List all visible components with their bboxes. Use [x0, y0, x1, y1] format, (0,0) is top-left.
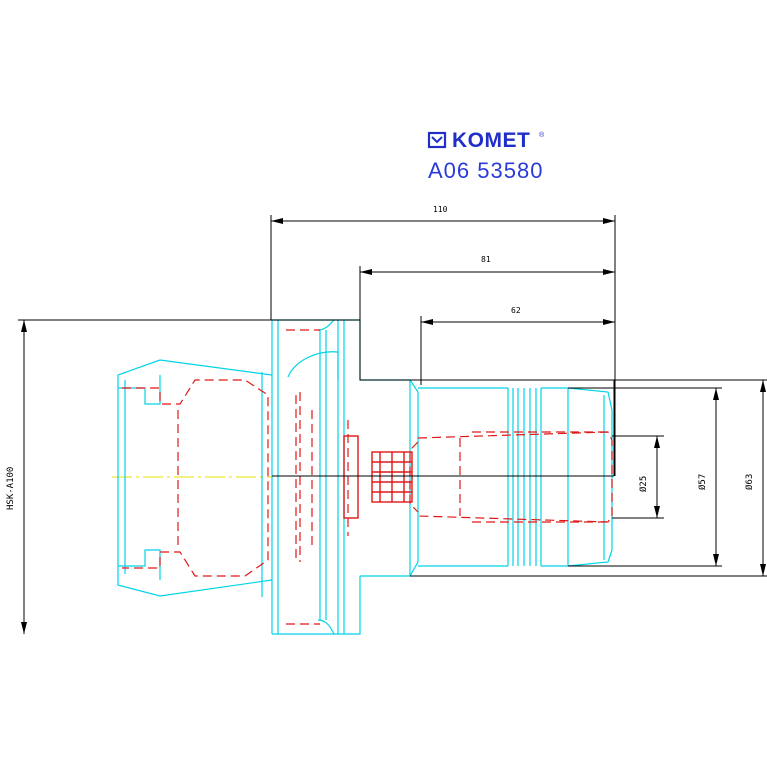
dim-bore-diameter: Ø25: [638, 476, 649, 492]
hidden-lines: [122, 329, 613, 625]
dim-length-62: 62: [511, 306, 521, 315]
part-number: A06 53580: [428, 158, 543, 183]
dimension-lines: [18, 215, 767, 634]
dim-overall-length: 110: [433, 205, 448, 214]
dim-shank-label: HSK-A100: [6, 467, 16, 510]
dim-outer-diameter: Ø63: [744, 474, 755, 490]
brand-logo: KOMET ®: [427, 129, 545, 152]
brand-name: KOMET: [452, 129, 530, 152]
dim-length-81: 81: [481, 255, 491, 264]
komet-logo-icon: [427, 131, 447, 149]
trademark-symbol: ®: [539, 131, 545, 139]
komet-logo-mark: [431, 136, 443, 144]
tool-outline: [117, 319, 613, 635]
dim-collar-diameter: Ø57: [697, 474, 708, 490]
